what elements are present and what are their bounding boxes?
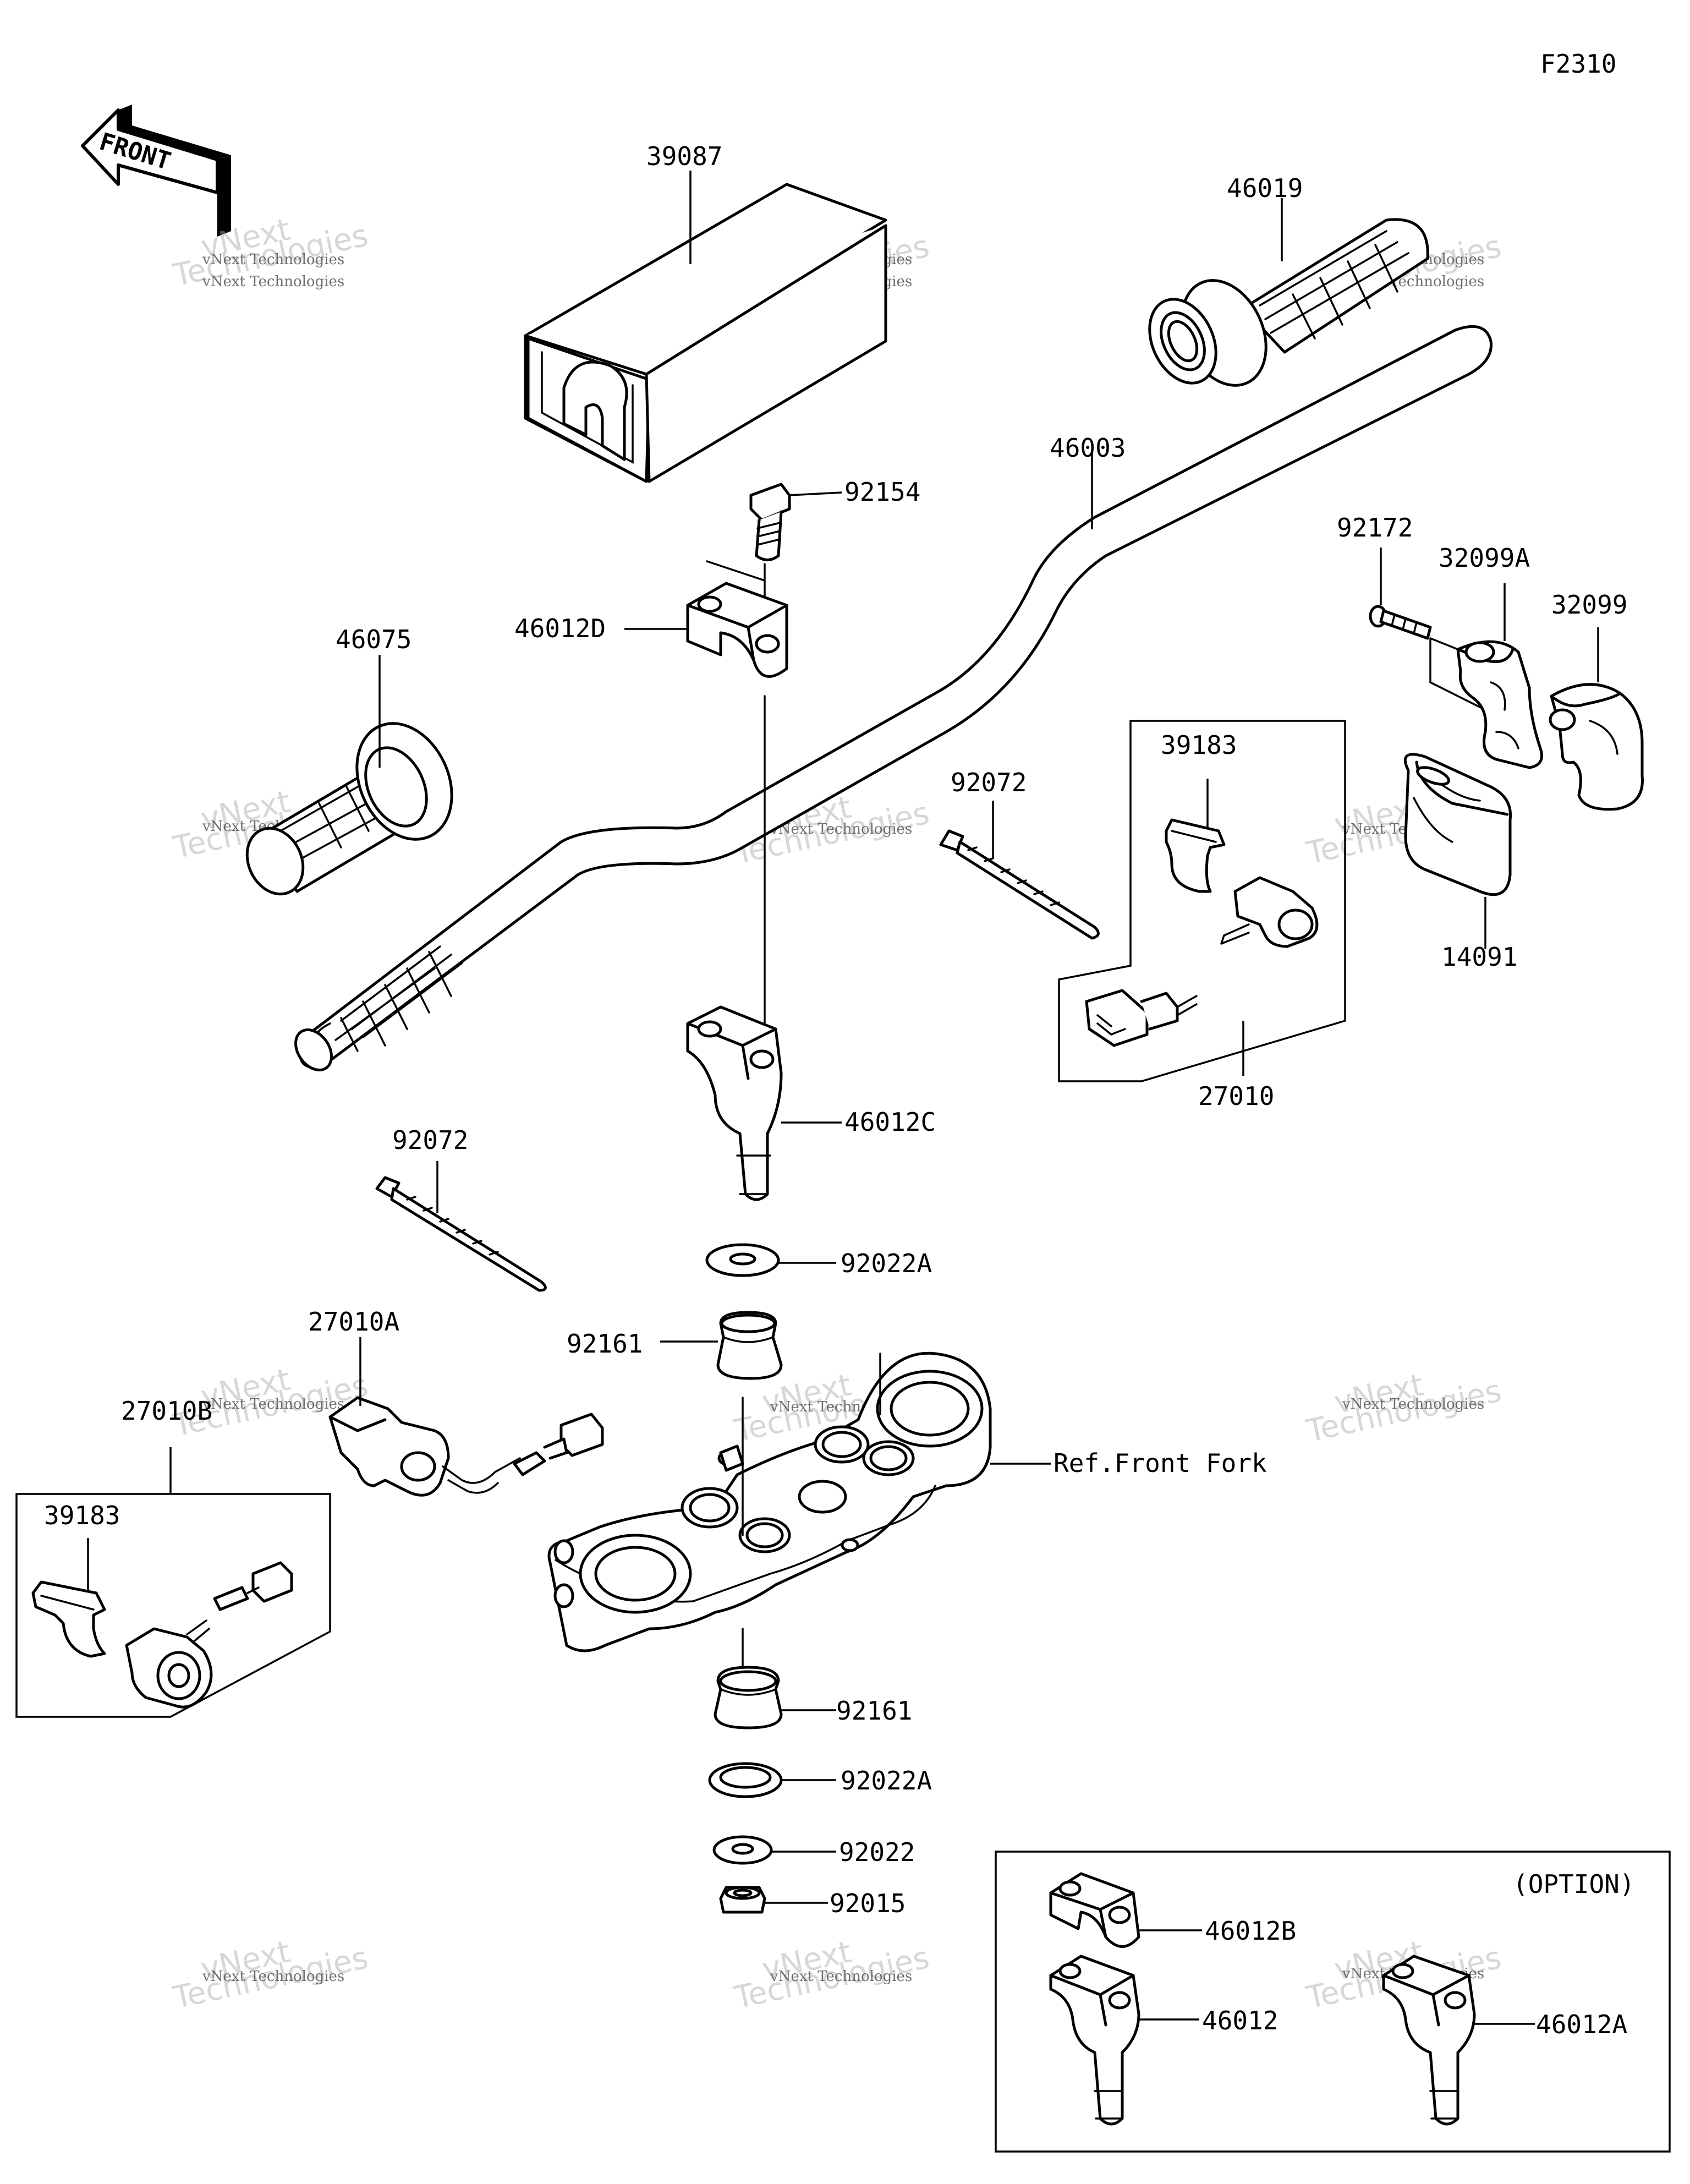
label-27010B: 27010B xyxy=(121,1396,212,1426)
assembly-line-yoke xyxy=(742,1353,881,1536)
label-27010A: 27010A xyxy=(308,1307,399,1337)
label-46012C: 46012C xyxy=(844,1107,936,1137)
label-92154: 92154 xyxy=(844,477,920,507)
handlebar-pad xyxy=(524,183,887,483)
riser-46012B xyxy=(1049,1872,1140,1948)
washer-92022 xyxy=(712,1835,773,1865)
washer-92022A-upper xyxy=(705,1243,780,1277)
front-arrow-icon: FRONT xyxy=(81,105,231,237)
switch-39183-lower xyxy=(31,1580,106,1658)
cover-14091 xyxy=(1403,753,1512,896)
label-46019: 46019 xyxy=(1227,173,1303,203)
label-92072-lower: 92072 xyxy=(392,1125,468,1155)
label-46012A: 46012A xyxy=(1536,2010,1627,2039)
label-ref-front-fork: Ref.Front Fork xyxy=(1053,1448,1267,1478)
clamp-46012D xyxy=(686,560,788,678)
switch-housing-32099 xyxy=(1549,683,1644,811)
riser-46012A xyxy=(1382,1955,1476,2126)
bolt-92154 xyxy=(749,483,791,561)
svg-text:vNext Technologies: vNext Technologies xyxy=(770,821,912,838)
switch-housing-32099A xyxy=(1456,640,1543,769)
label-92161-lower: 92161 xyxy=(836,1696,912,1726)
label-option: (OPTION) xyxy=(1513,1869,1635,1899)
watermarks: Technologies vNext vNext Technologies vN… xyxy=(169,211,1504,2016)
label-27010: 27010 xyxy=(1198,1081,1274,1111)
washer-92022A-lower xyxy=(708,1762,783,1798)
svg-text:vNext Technologies: vNext Technologies xyxy=(202,1968,344,1985)
box-27010 xyxy=(1058,720,1346,1082)
switch-27010 xyxy=(1085,876,1319,1047)
figure-code: F2310 xyxy=(1540,49,1616,79)
riser-46012C xyxy=(686,1005,783,1201)
rubber-92161-upper xyxy=(716,1311,783,1380)
svg-text:vNext Technologies: vNext Technologies xyxy=(202,251,344,268)
label-92022A-lower: 92022A xyxy=(841,1766,932,1796)
label-92022: 92022 xyxy=(839,1837,915,1867)
label-92015: 92015 xyxy=(830,1889,906,1918)
cable-tie-upper xyxy=(939,829,1100,940)
svg-text:vNext Technologies: vNext Technologies xyxy=(770,1968,912,1985)
switch-39183-upper xyxy=(1165,818,1226,893)
throttle-grip xyxy=(1148,218,1429,387)
left-grip xyxy=(245,722,453,896)
riser-46012 xyxy=(1049,1955,1140,2126)
label-46075: 46075 xyxy=(336,625,411,654)
label-46012B: 46012B xyxy=(1205,1916,1296,1946)
option-box xyxy=(995,1851,1671,2153)
handlebar xyxy=(294,325,1493,1071)
svg-text:vNext Technologies: vNext Technologies xyxy=(202,273,344,290)
label-39183-upper: 39183 xyxy=(1161,730,1237,760)
svg-text:vNext Technologies: vNext Technologies xyxy=(1342,1396,1484,1413)
nut-92015 xyxy=(719,1886,766,1914)
svg-text:vNext Technologies: vNext Technologies xyxy=(202,1396,344,1413)
top-yoke xyxy=(547,1351,992,1652)
label-32099A: 32099A xyxy=(1439,543,1530,573)
switch-27010B xyxy=(125,1561,293,1709)
rubber-92161-lower xyxy=(714,1666,783,1729)
label-46012: 46012 xyxy=(1202,2006,1278,2035)
cable-tie-lower xyxy=(375,1176,547,1292)
label-39183-lower: 39183 xyxy=(44,1501,120,1530)
label-39087: 39087 xyxy=(646,141,722,171)
label-46012D: 46012D xyxy=(514,614,606,643)
label-92161-upper: 92161 xyxy=(567,1329,643,1359)
label-92172: 92172 xyxy=(1337,513,1413,543)
label-14091: 14091 xyxy=(1441,942,1517,972)
label-32099: 32099 xyxy=(1551,590,1627,620)
label-92022A-upper: 92022A xyxy=(841,1249,932,1278)
screw-92172 xyxy=(1369,605,1432,640)
label-46003: 46003 xyxy=(1050,433,1126,463)
label-92072-upper: 92072 xyxy=(951,768,1027,797)
switch-27010A xyxy=(328,1396,604,1497)
box-27010B xyxy=(15,1493,331,1718)
